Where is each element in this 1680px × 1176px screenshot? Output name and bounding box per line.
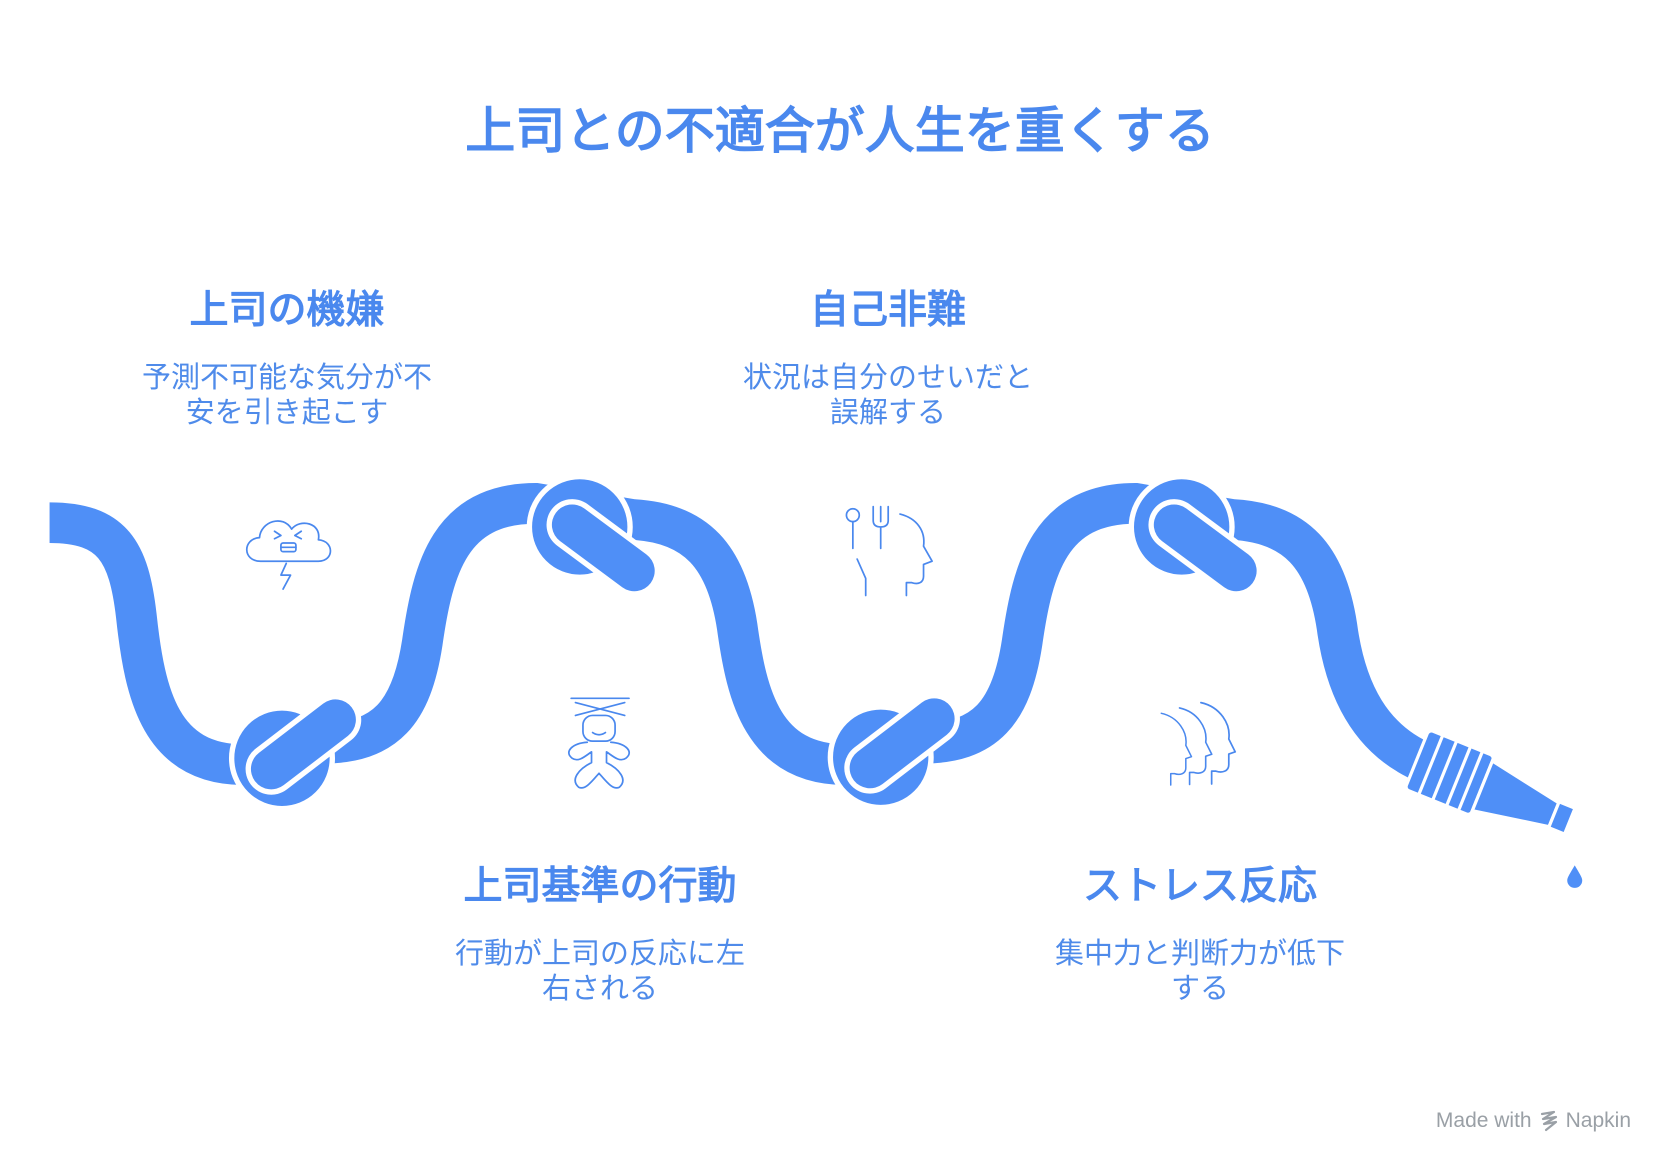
made-with-label: Made with bbox=[1435, 1109, 1532, 1132]
nozzle-ring-line bbox=[1456, 750, 1484, 812]
hose-tube bbox=[48, 483, 1436, 786]
page-title: 上司との不適合が人生を重くする bbox=[465, 102, 1215, 160]
step-boss-mood: 上司の機嫌 予測不可能な気分が不 安を引き起こす bbox=[67, 288, 507, 430]
head-profile-back bbox=[1160, 712, 1193, 786]
head-profile-front bbox=[1200, 701, 1237, 785]
cloud-outline bbox=[245, 520, 332, 563]
angry-storm-cloud-icon bbox=[245, 520, 332, 590]
spoon-bowl bbox=[845, 507, 861, 523]
hose-knot-3 bbox=[827, 692, 960, 811]
step-description-line: 誤解する bbox=[829, 395, 946, 429]
head-profile bbox=[899, 513, 933, 597]
step-stress-response: ストレス反応 集中力と判断力が低下 する bbox=[980, 864, 1420, 1006]
step-description-line: 行動が上司の反応に左 bbox=[454, 936, 745, 970]
nozzle-tip bbox=[1546, 799, 1578, 837]
napkin-brand-label: Napkin bbox=[1565, 1109, 1631, 1132]
step-description-line: 予測不可能な気分が不 bbox=[141, 360, 432, 394]
person-body bbox=[568, 741, 631, 789]
step-description-line: 状況は自分のせいだと bbox=[742, 360, 1033, 394]
step-description: 集中力と判断力が低下 する bbox=[980, 936, 1420, 1006]
step-self-blame: 自己非難 状況は自分のせいだと 誤解する bbox=[668, 288, 1108, 430]
knot-overlap bbox=[250, 699, 356, 790]
step-description-line: 安を引き起こす bbox=[185, 395, 389, 429]
person-head bbox=[582, 714, 616, 743]
napkin-logo-stroke bbox=[1540, 1110, 1557, 1132]
water-drop-icon bbox=[1567, 865, 1583, 888]
step-description-line: 集中力と判断力が低下 bbox=[1054, 936, 1345, 970]
step-description: 行動が上司の反応に左 右される bbox=[380, 936, 820, 1006]
three-head-profiles-icon bbox=[1160, 701, 1237, 786]
step-heading: 上司の機嫌 bbox=[189, 288, 385, 333]
step-description-line: 右される bbox=[541, 971, 658, 1005]
head-profile-line bbox=[1200, 701, 1237, 785]
head-with-fork-spoon-icon bbox=[845, 505, 933, 597]
fork bbox=[872, 505, 890, 550]
nozzle-ring-line bbox=[1417, 734, 1445, 796]
step-heading: ストレス反応 bbox=[1082, 864, 1317, 909]
step-description: 状況は自分のせいだと 誤解する bbox=[668, 360, 1108, 430]
cross-mark bbox=[574, 701, 626, 717]
knot-overlap bbox=[1153, 504, 1257, 592]
knot-overlap bbox=[551, 504, 655, 592]
step-description: 予測不可能な気分が不 安を引き起こす bbox=[67, 360, 507, 430]
lightning-bolt bbox=[280, 562, 292, 590]
head-profile-middle bbox=[1178, 707, 1213, 786]
cloud-left-eye bbox=[273, 530, 282, 540]
person-mouth bbox=[591, 731, 607, 736]
step-description-line: する bbox=[1170, 971, 1229, 1005]
hose-knot-1 bbox=[228, 694, 362, 812]
nozzle-ring-line bbox=[1445, 745, 1473, 807]
hose-nozzle bbox=[1404, 729, 1578, 837]
knot-overlap bbox=[849, 698, 955, 789]
head-profile-line bbox=[1178, 707, 1213, 786]
step-heading: 上司基準の行動 bbox=[463, 864, 737, 909]
step-heading: 自己非難 bbox=[809, 288, 966, 333]
hose-knot-2 bbox=[526, 473, 661, 597]
head-profile-line bbox=[1160, 712, 1193, 786]
hose-knot-4 bbox=[1128, 473, 1262, 597]
cloud-right-eye bbox=[293, 530, 303, 540]
napkin-logo-icon bbox=[1540, 1110, 1557, 1132]
step-boss-based-behavior: 上司基準の行動 行動が上司の反応に左 右される bbox=[380, 864, 820, 1006]
head-back-line bbox=[856, 558, 867, 597]
nozzle-ring-line bbox=[1431, 740, 1459, 801]
person-under-cross-icon bbox=[568, 697, 631, 789]
made-with-napkin-badge: Made with Napkin bbox=[1436, 1108, 1631, 1134]
